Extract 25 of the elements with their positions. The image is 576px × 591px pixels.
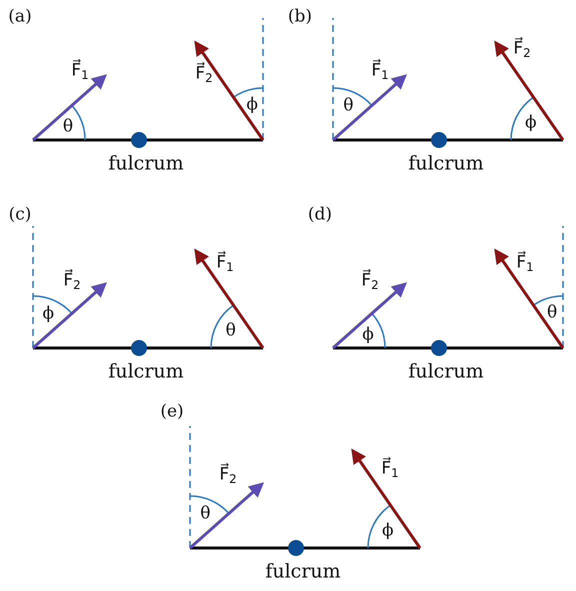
fulcrum-label: fulcrum — [408, 362, 484, 382]
angle-label: ϕ — [362, 326, 374, 344]
angle-label: θ — [200, 505, 210, 522]
angle-label: θ — [343, 97, 354, 114]
fulcrum-label: fulcrum — [108, 154, 184, 174]
panel-label: (e) — [160, 404, 184, 420]
panel-label: (d) — [308, 206, 332, 224]
angle-label: ϕ — [524, 114, 537, 132]
panel-label: (b) — [288, 8, 312, 26]
fulcrum-dot — [131, 132, 147, 148]
fulcrum-dot — [131, 340, 147, 356]
angle-label: θ — [547, 304, 558, 322]
panel-label: (c) — [8, 206, 32, 224]
fulcrum-label: fulcrum — [265, 562, 341, 582]
fulcrum-dot — [431, 340, 447, 356]
fulcrum-label: fulcrum — [408, 154, 484, 174]
angle-label: ϕ — [42, 305, 54, 322]
panel-label: (a) — [8, 8, 32, 26]
fulcrum-dot — [288, 540, 304, 556]
fulcrum-label: fulcrum — [108, 362, 184, 382]
angle-label: θ — [226, 322, 236, 340]
angle-label: ϕ — [382, 522, 394, 540]
fulcrum-dot — [431, 132, 447, 148]
angle-label: ϕ — [246, 96, 258, 114]
angle-label: θ — [62, 118, 74, 136]
